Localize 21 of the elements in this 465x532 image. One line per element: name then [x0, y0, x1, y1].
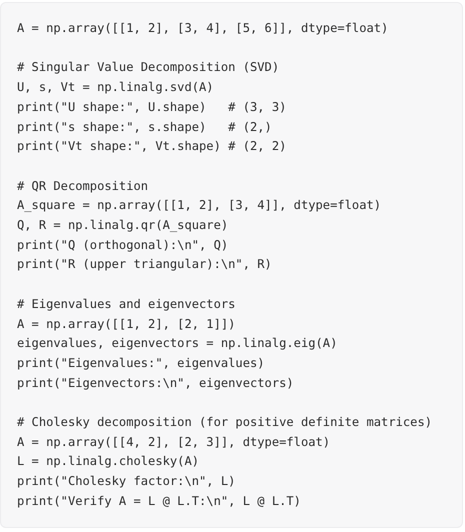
- code-line: A_square = np.array([[1, 2], [3, 4]], dtype=float): [17, 197, 382, 214]
- code-line: print("Cholesky factor:\n", L): [17, 473, 236, 490]
- code-line: print("s shape:", s.shape) # (2,): [17, 118, 272, 134]
- code-line: print("R (upper triangular):\n", R): [17, 256, 272, 272]
- code-line: print("Eigenvectors:\n", eigenvectors): [17, 374, 294, 391]
- code-line: print("Vt shape:", Vt.shape) # (2, 2): [17, 138, 286, 154]
- code-line: print("Verify A = L @ L.T:\n", L @ L.T): [17, 492, 301, 509]
- code-line: eigenvalues, eigenvectors = np.linalg.eig(A): [17, 335, 338, 352]
- code-line: # Cholesky decomposition (for positive definite matrices): [17, 414, 432, 430]
- code-line: print("Eigenvalues:", eigenvalues): [17, 354, 265, 371]
- code-line: Q, R = np.linalg.qr(A_square): [17, 217, 228, 233]
- code-line: U, s, Vt = np.linalg.svd(A): [17, 79, 214, 96]
- code-line: A = np.array([[4, 2], [2, 3]], dtype=float): [17, 434, 330, 450]
- code-line: L = np.linalg.cholesky(A): [17, 453, 200, 470]
- code-line: A = np.array([[1, 2], [2, 1]]): [17, 316, 236, 332]
- code-line: print("U shape:", U.shape) # (3, 3): [17, 98, 286, 115]
- code-line: # QR Decomposition: [17, 178, 148, 194]
- code-line: A = np.array([[1, 2], [3, 4], [5, 6]], dtype=float): [17, 20, 388, 36]
- code-line: print("Q (orthogonal):\n", Q): [17, 236, 228, 253]
- code-line: # Eigenvalues and eigenvectors: [17, 296, 236, 312]
- code-line: # Singular Value Decomposition (SVD): [17, 59, 280, 76]
